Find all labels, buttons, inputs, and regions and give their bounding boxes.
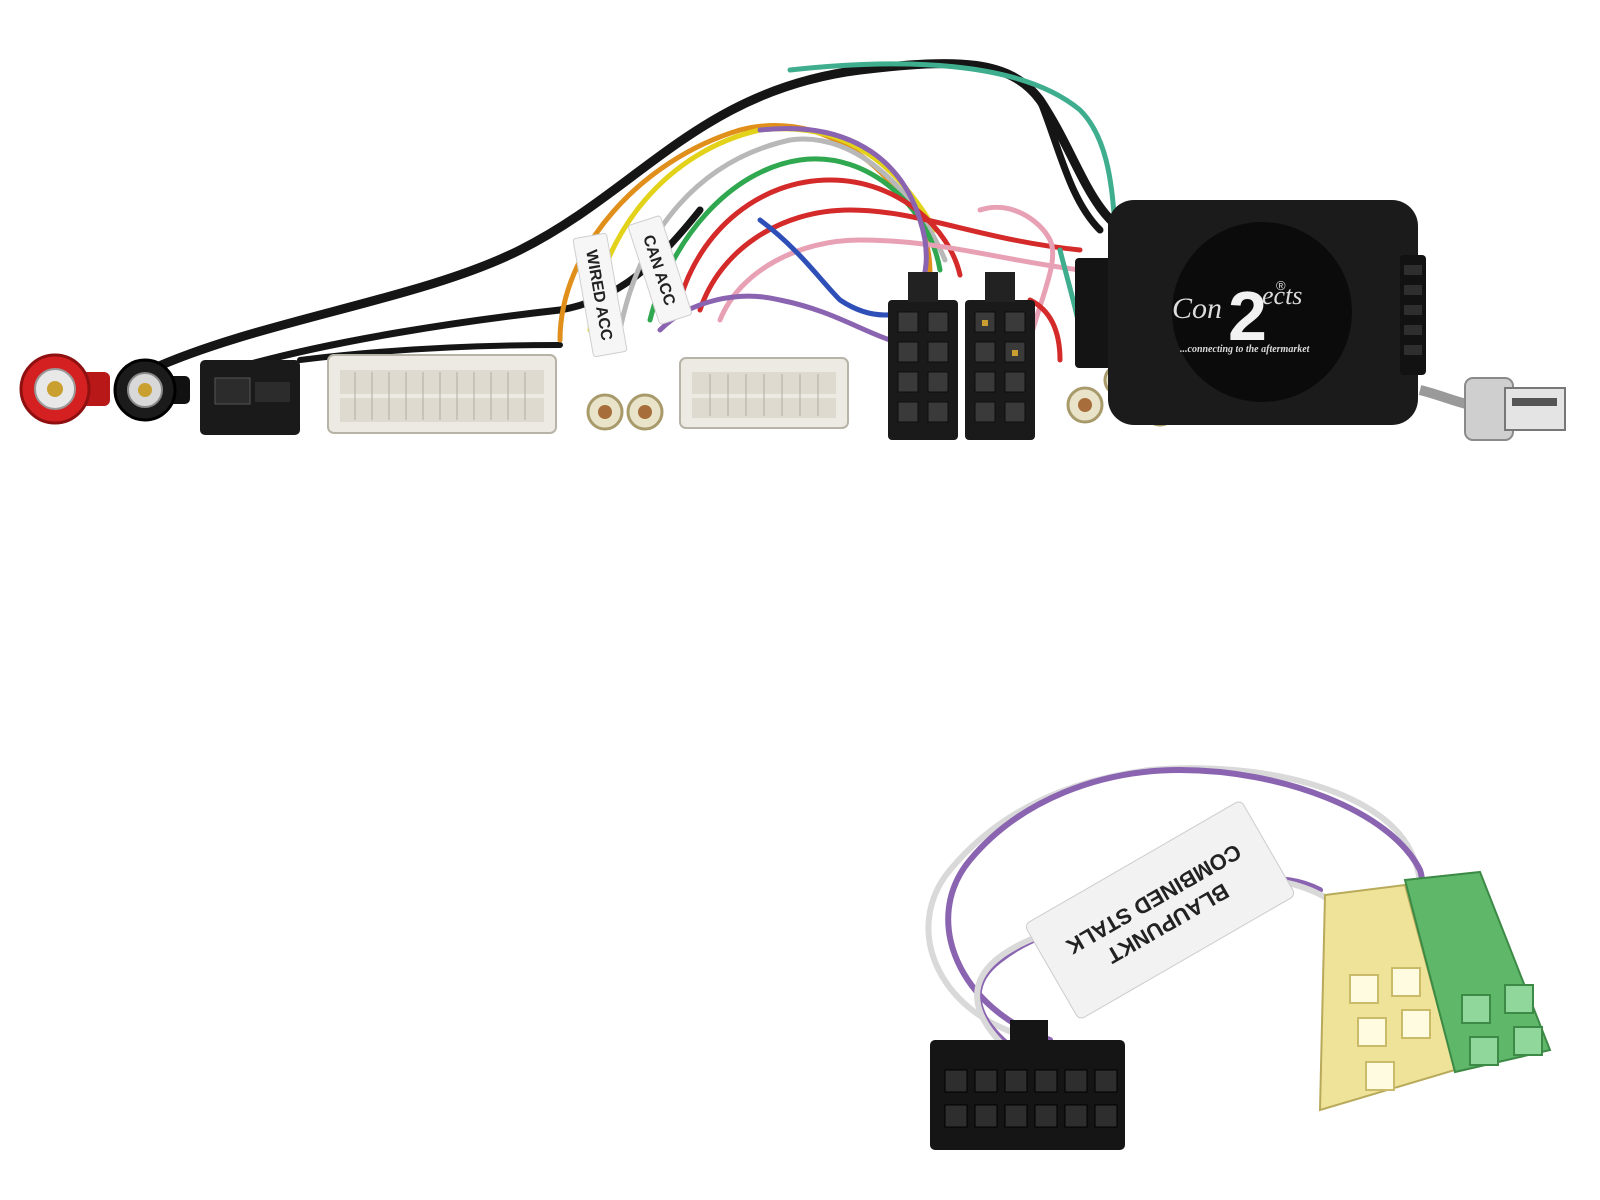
green-mini-iso-connector xyxy=(1403,870,1552,1074)
white-connector-small xyxy=(679,357,849,429)
yellow-mini-iso-connector xyxy=(1318,883,1457,1112)
stalk-adapter-lead: BLAUPUNKT COMBINED STALK xyxy=(925,765,1552,1150)
svg-text:ects: ects xyxy=(1262,281,1302,310)
lead-label-tag: BLAUPUNKT COMBINED STALK xyxy=(1025,801,1295,1019)
svg-text:®: ® xyxy=(1276,278,1286,293)
svg-text:2: 2 xyxy=(1228,277,1267,355)
rca-plug-red xyxy=(19,353,110,425)
ring-terminals-left xyxy=(586,393,664,431)
usb-plug xyxy=(1418,377,1566,441)
iso-connector-left xyxy=(888,272,958,440)
colored-wires xyxy=(557,61,1123,363)
black-12pin-connector xyxy=(930,1020,1125,1150)
interface-module: Con 2 ects ® ...connecting to the afterm… xyxy=(1075,200,1426,425)
module-logo: Con 2 ects ® ...connecting to the afterm… xyxy=(1172,277,1311,355)
main-harness: CAN ACC WIRED ACC xyxy=(19,59,1566,441)
svg-text:Con: Con xyxy=(1172,292,1222,325)
black-small-connector xyxy=(200,360,300,435)
iso-connector-right xyxy=(965,272,1035,440)
white-connector-large xyxy=(327,354,557,434)
svg-text:...connecting to the aftermark: ...connecting to the aftermarket xyxy=(1180,344,1311,355)
wire-tag-wired-acc: WIRED ACC xyxy=(572,232,628,358)
rca-plug-black xyxy=(113,358,190,422)
